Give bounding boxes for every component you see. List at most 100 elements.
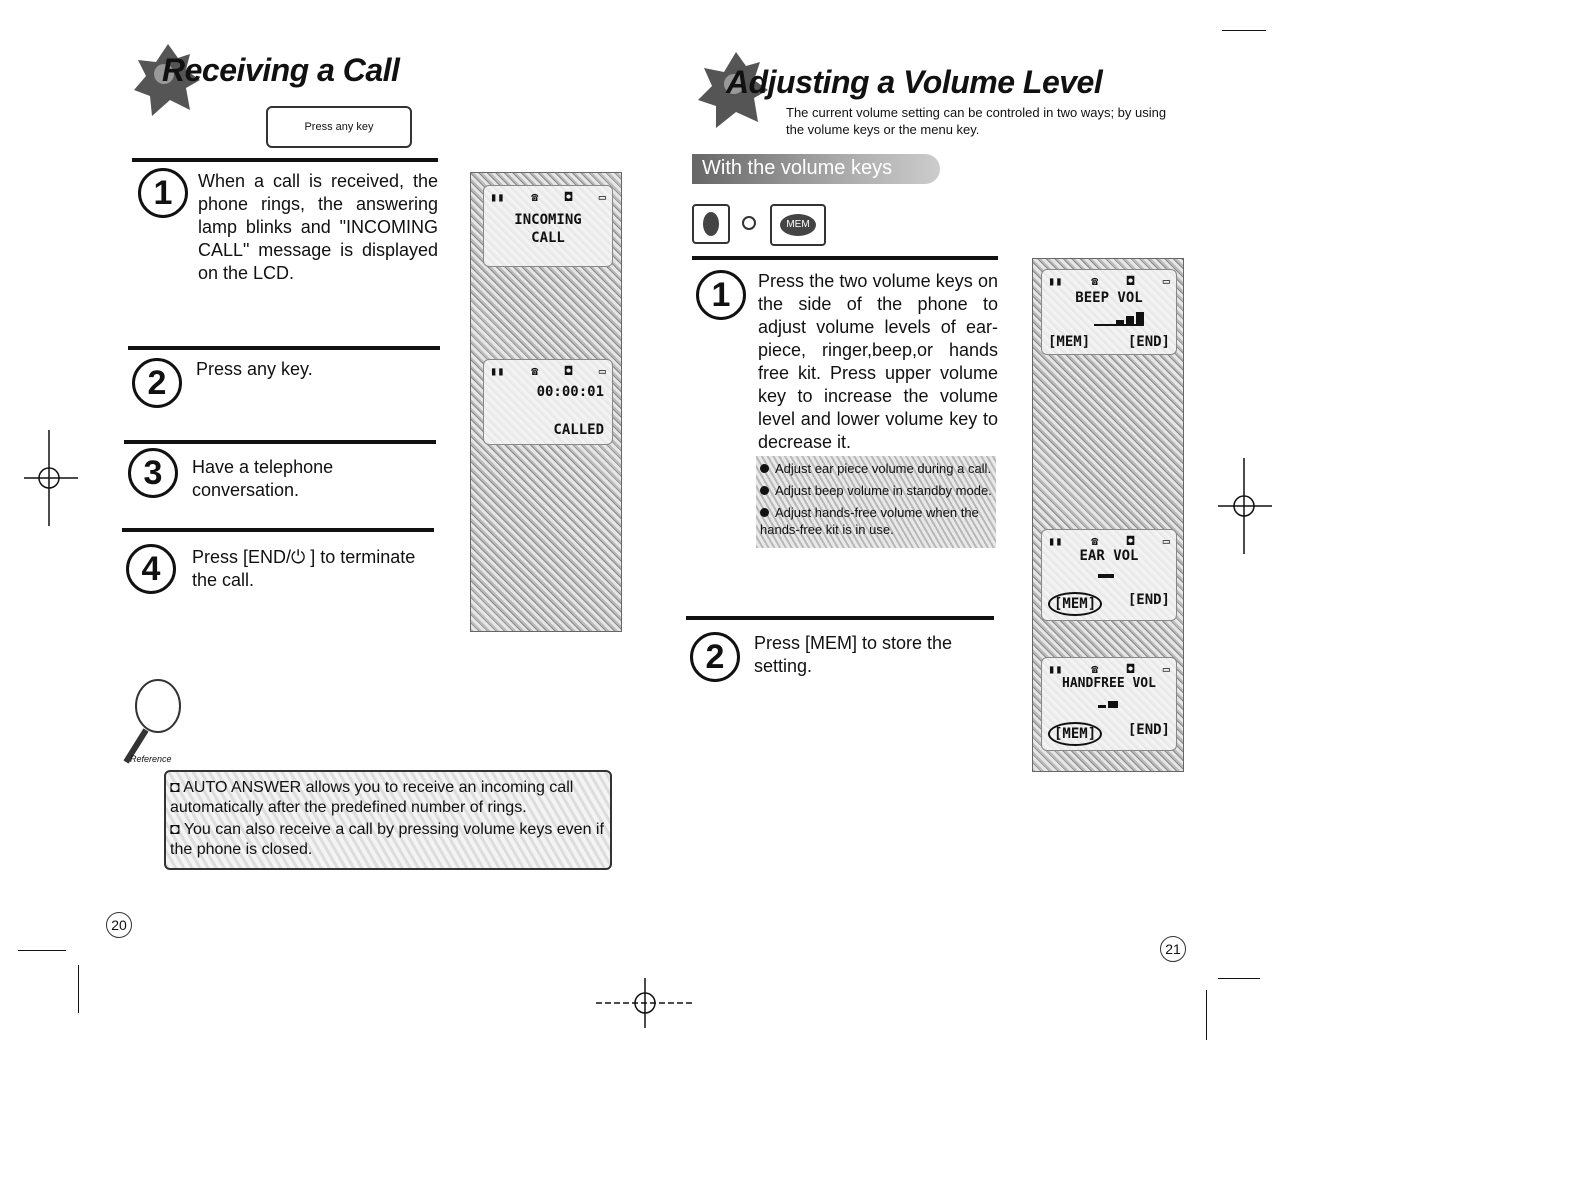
lcd-status-icons: ▮▮ ☎ ◘ ▭ [1048,274,1170,288]
crop-mark [78,965,79,1013]
mem-key-icon: MEM [770,204,826,246]
magnifier-icon [123,679,181,764]
phone-lcd-illustration: ▮▮ ☎ ◘ ▭ INCOMING CALL ▮▮ ☎ ◘ ▭ 00:00:01 CALLE… [470,172,622,632]
step-divider [122,528,434,532]
character-mascot-icon [698,52,768,128]
reference-item: ◘ AUTO ANSWER allows you to receive an i… [170,778,604,818]
battery-icon: ▭ [1162,274,1170,288]
page-number: 20 [106,912,132,938]
phone-icon: ☎ [1091,274,1099,288]
volume-bars [1094,570,1118,578]
step-divider [692,256,998,260]
lcd-title: HANDFREE VOL [1062,676,1156,691]
step-number: 2 [690,632,740,682]
registration-mark-icon [596,978,694,1028]
mem-softkey: [MEM] [1048,592,1103,616]
lcd-screen-incoming: ▮▮☎◘▭ INCOMING CALL [483,185,613,267]
lcd-time: 00:00:01 [536,384,604,400]
step-number: 2 [132,358,182,408]
lcd-softkeys: [MEM] [END] [1042,722,1176,746]
step-text: Press [MEM] to store the setting. [754,633,953,676]
lcd-status-icons: ▮▮☎◘▭ [1048,662,1170,676]
phone-icon: ☎ [1091,534,1099,548]
display-label: Press any key [304,121,374,133]
reference-box: ◘ AUTO ANSWER allows you to receive an i… [164,770,612,870]
signal-icon: ▮▮ [1048,274,1063,288]
step-divider [124,440,436,444]
lcd-line: CALL [531,230,565,246]
signal-icon: ▮▮ [490,364,505,378]
phone-lcd-illustration: ▮▮ ☎ ◘ ▭ BEEP VOL [MEM] [END] ▮▮ ☎ ◘ ▭ EAR VOL… [1032,258,1184,772]
character-mascot-icon [134,44,200,116]
phone-icon: ☎ [1091,662,1099,676]
reference-text: You can also receive a call by pressing … [170,821,604,858]
volume-key-icon [692,204,730,244]
step-number: 1 [138,168,188,218]
bullet-icon [760,508,769,517]
volume-bars [1094,310,1144,326]
crop-mark [18,950,66,951]
crop-mark [1222,30,1266,31]
screen-icon: ◘ [1126,534,1135,548]
mem-softkey: [MEM] [1048,334,1091,350]
registration-mark-icon [24,430,78,526]
signal-icon: ▮▮ [1048,534,1063,548]
step-text: When a call is received, the phone rings… [198,171,438,283]
end-softkey: [END] [1127,592,1170,608]
mem-softkey: [MEM] [1048,722,1103,746]
tip-item: Adjust ear piece volume during a call. [760,460,992,477]
bullet-circle-icon: ◘ [170,821,184,838]
phone-icon: ☎ [531,190,539,204]
page-title: Receiving a Call [162,52,400,88]
phone-icon: ☎ [531,364,539,378]
reference-text: AUTO ANSWER allows you to receive an inc… [170,779,574,816]
section-banner: With the volume keys [692,154,940,184]
lcd-title: EAR VOL [1079,548,1139,564]
step-divider [686,616,994,620]
signal-icon: ▮▮ [490,190,505,204]
step-number: 4 [126,544,176,594]
screen-icon: ◘ [1126,274,1135,288]
tip-text: Adjust beep volume in standby mode. [775,483,992,498]
battery-icon: ▭ [598,364,606,378]
display-label-box: Press any key [266,106,412,148]
lcd-softkeys: [MEM] [END] [1042,334,1176,350]
step-text: Press any key. [196,359,313,379]
tip-text: Adjust hands-free volume when the hands-… [760,505,979,537]
banner-text: With the volume keys [702,157,893,179]
lcd-line: INCOMING [514,212,582,228]
registration-mark-icon [1218,458,1272,554]
lcd-status-icons: ▮▮ ☎ ◘ ▭ [490,364,606,378]
tip-item: Adjust beep volume in standby mode. [760,482,992,499]
lcd-title: BEEP VOL [1075,290,1143,306]
tip-item: Adjust hands-free volume when the hands-… [760,504,992,538]
screen-icon: ◘ [564,190,573,204]
signal-icon: ▮▮ [1048,662,1063,676]
lcd-softkeys: [MEM] [END] [1042,592,1176,616]
reference-item: ◘ You can also receive a call by pressin… [170,820,604,860]
step-number: 1 [696,270,746,320]
page-title: Adjusting a Volume Level [726,64,1103,100]
reference-label: Reference [130,754,172,764]
step-divider [128,346,440,350]
bullet-circle-icon: ◘ [170,779,184,796]
volume-bars [1094,698,1124,708]
lcd-status-text: CALLED [553,422,604,438]
tips-box: Adjust ear piece volume during a call. A… [756,456,996,548]
screen-icon: ◘ [564,364,573,378]
battery-icon: ▭ [1162,534,1170,548]
lcd-status-icons: ▮▮ ☎ ◘ ▭ [1048,534,1170,548]
end-softkey: [END] [1127,722,1170,738]
step-text: Press the two volume keys on the side of… [758,271,998,452]
crop-mark [1218,978,1260,979]
page-number: 21 [1160,936,1186,962]
step-divider [132,158,438,162]
step-number: 3 [128,448,178,498]
mem-key-label: MEM [780,214,816,236]
step-text: Press [END/⏻ ] to terminate the call. [192,547,416,590]
bullet-icon [760,486,769,495]
lcd-status-icons: ▮▮☎◘▭ [490,190,606,204]
tip-text: Adjust ear piece volume during a call. [775,461,992,476]
bullet-icon [760,464,769,473]
lcd-screen-called: ▮▮ ☎ ◘ ▭ 00:00:01 CALLED [483,359,613,445]
